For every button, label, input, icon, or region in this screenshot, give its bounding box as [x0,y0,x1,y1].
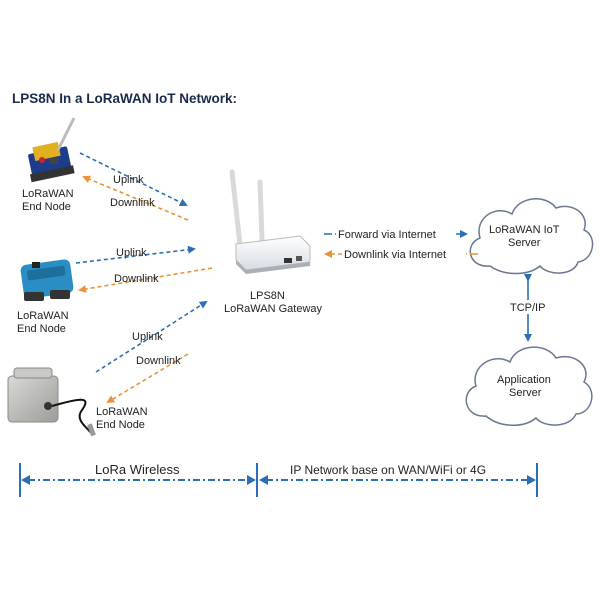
tcpip-label: TCP/IP [510,302,545,314]
uplink-2-arrow [75,245,196,264]
end-node-3-label-line1: LoRaWAN [96,406,148,418]
ip-network-label: IP Network base on WAN/WiFi or 4G [290,463,486,477]
iot-server-label-line1: LoRaWAN IoT [489,224,560,236]
uplink-3-label: Uplink [132,331,163,343]
uplink-1-label: Uplink [113,174,144,186]
end-node-3-device-icon [7,367,96,437]
uplink-3-arrow [95,300,208,373]
uplink-1-arrow [79,152,188,206]
gateway-device-icon [229,169,311,274]
iot-server-cloud-icon [469,198,594,275]
gateway-label-line1: LPS8N [250,290,285,302]
app-server-label-line2: Server [509,387,542,399]
downlink-2-arrow [78,267,213,293]
lora-wireless-range [19,463,258,497]
end-node-3-label-line2: End Node [96,419,145,431]
end-node-1-device-icon [28,117,76,183]
end-node-1-label-line1: LoRaWAN [22,188,74,200]
gateway-label-line2: LoRaWAN Gateway [224,303,323,315]
uplink-2-label: Uplink [116,247,147,259]
lora-wireless-label: LoRa Wireless [95,462,180,477]
end-node-2-device-icon [20,259,74,301]
application-server-cloud-icon [465,346,593,426]
diagram-title: LPS8N In a LoRaWAN IoT Network: [12,91,238,106]
downlink-3-label: Downlink [136,355,181,367]
downlink-1-label: Downlink [110,197,155,209]
ip-network-range [259,463,538,497]
downlink-internet-label: Downlink via Internet [344,249,446,261]
end-node-2-label-line1: LoRaWAN [17,310,69,322]
end-node-2-label-line2: End Node [17,323,66,335]
downlink-3-arrow [106,353,189,404]
iot-server-label-line2: Server [508,237,541,249]
forward-label: Forward via Internet [338,229,436,241]
app-server-label-line1: Application [497,374,551,386]
end-node-1-label-line2: End Node [22,201,71,213]
downlink-2-label: Downlink [114,273,159,285]
downlink-1-arrow [82,175,189,221]
